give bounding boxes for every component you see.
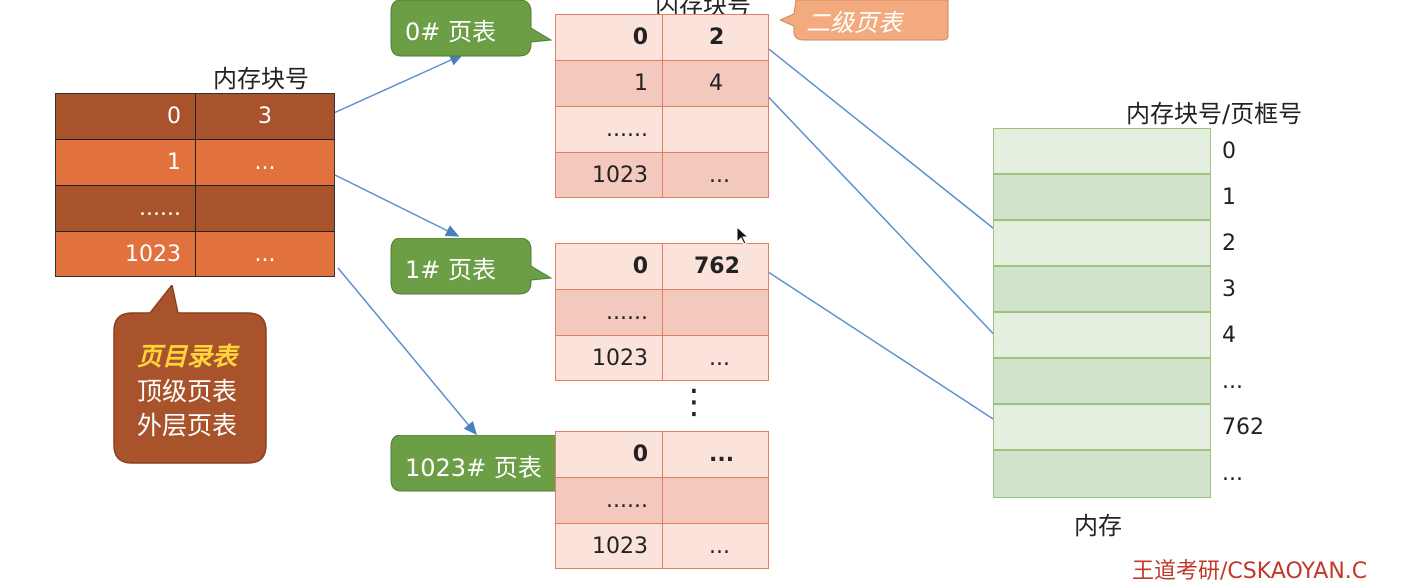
memory-label: 4	[1222, 323, 1236, 348]
pt0-row3-index: 1023	[556, 153, 663, 197]
memory-caption: 内存	[1074, 512, 1122, 540]
callout-line2: 外层页表	[136, 411, 237, 440]
memory-label: 0	[1222, 139, 1236, 164]
memory-frame	[993, 174, 1211, 220]
pt1-row1-index: ......	[556, 290, 663, 336]
bubble-pt0-label: 0# 页表	[405, 18, 497, 46]
pt1023-row0-index: 0	[556, 432, 663, 478]
memory-header: 内存块号/页框号	[1126, 100, 1303, 128]
pt1-row2-value: ...	[663, 336, 768, 380]
bubble-pt1-shape	[390, 238, 553, 295]
dir-row1-value: ...	[196, 140, 334, 186]
arrow-dir1-to-pt1	[334, 174, 460, 237]
page-table-1023: 0 ... ...... 1023 ...	[555, 431, 769, 569]
dir-row0-index: 0	[56, 94, 196, 140]
pt1-row0-value: 762	[663, 244, 768, 290]
directory-callout-shape	[113, 285, 267, 464]
pt0-row2-value	[663, 107, 768, 153]
memory-label: 2	[1222, 231, 1236, 256]
page-table-1: 0 762 ...... 1023 ...	[555, 243, 769, 381]
arrow-pt0-0-to-mem2	[759, 41, 1010, 241]
pt1023-row1-index: ......	[556, 478, 663, 524]
callout-title: 页目录表	[136, 342, 237, 371]
dir-row3-index: 1023	[56, 232, 196, 276]
memory-frame	[993, 220, 1211, 266]
watermark: 王道考研/CSKAOYAN.C	[1132, 559, 1368, 584]
pt1023-row2-value: ...	[663, 524, 768, 568]
pt0-row2-index: ......	[556, 107, 663, 153]
callout-line1: 顶级页表	[136, 377, 237, 406]
pt1-row1-value	[663, 290, 768, 336]
arrow-pt1-0-to-mem762	[761, 267, 1012, 431]
bubble-pt0-shape	[390, 0, 553, 57]
memory-label: 3	[1222, 277, 1236, 302]
pt0-row1-value: 4	[663, 61, 768, 107]
vertical-ellipsis: ⋮	[677, 382, 711, 422]
memory-label: 1	[1222, 185, 1236, 210]
pt1023-row0-value: ...	[663, 432, 768, 478]
dir-row2-value	[196, 186, 334, 232]
pt1023-row1-value	[663, 478, 768, 524]
pt0-row0-value: 2	[663, 15, 768, 61]
memory-frame	[993, 404, 1211, 450]
directory-header: 内存块号	[213, 65, 309, 93]
bubble-pt1-label: 1# 页表	[405, 256, 497, 284]
page-table-0: 0 2 1 4 ...... 1023 ...	[555, 14, 769, 198]
arrow-pt0-1-to-mem4	[759, 87, 1007, 348]
memory-frame	[993, 128, 1211, 174]
arrow-dir1023-to-pt1023	[337, 267, 477, 436]
memory-frame	[993, 450, 1211, 498]
second-level-note: 二级页表	[806, 9, 902, 37]
memory-frame	[993, 358, 1211, 404]
memory-frame	[993, 266, 1211, 312]
dir-row0-value: 3	[196, 94, 334, 140]
page-directory-table: 0 3 1 ... ...... 1023 ...	[55, 93, 335, 277]
memory-label: 762	[1222, 415, 1264, 440]
memory-label: ...	[1222, 369, 1243, 394]
second-level-note-shape	[780, 0, 949, 41]
pt1023-row2-index: 1023	[556, 524, 663, 568]
pt0-row0-index: 0	[556, 15, 663, 61]
dir-row2-index: ......	[56, 186, 196, 232]
arrow-dir0-to-pt0	[324, 54, 464, 118]
bubble-pt1023-label: 1023# 页表	[405, 454, 542, 482]
dir-row3-value: ...	[196, 232, 334, 276]
memory-label: ...	[1222, 461, 1243, 486]
pt0-row3-value: ...	[663, 153, 768, 197]
pt1-row0-index: 0	[556, 244, 663, 290]
pt1-row2-index: 1023	[556, 336, 663, 380]
memory-frame	[993, 312, 1211, 358]
dir-row1-index: 1	[56, 140, 196, 186]
mouse-cursor-icon	[736, 226, 750, 245]
pt0-row1-index: 1	[556, 61, 663, 107]
